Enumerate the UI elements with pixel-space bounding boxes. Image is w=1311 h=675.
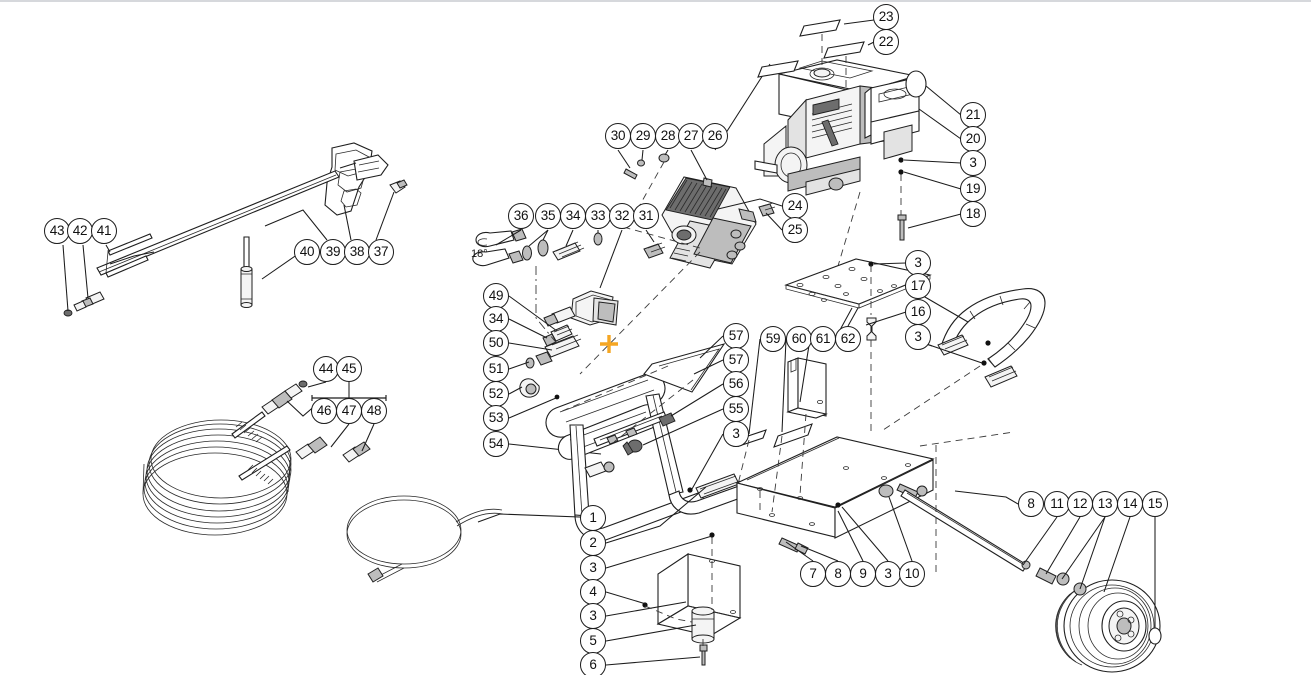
callout-bubble-13[interactable]: 13 <box>1092 491 1118 517</box>
callout-bubble-38[interactable]: 38 <box>344 239 370 265</box>
callout-bubble-28[interactable]: 28 <box>655 123 681 149</box>
upper-handle <box>937 288 1046 388</box>
wheel-leader-lines <box>954 490 1156 628</box>
callout-bubble-3[interactable]: 3 <box>580 603 606 629</box>
callout-bubble-19[interactable]: 19 <box>960 176 986 202</box>
wheel-assembly <box>1021 560 1162 673</box>
callout-bubble-9[interactable]: 9 <box>850 561 876 587</box>
callout-bubble-36[interactable]: 36 <box>508 203 534 229</box>
pump-assembly <box>623 153 776 269</box>
callout-bubble-3[interactable]: 3 <box>905 324 931 350</box>
callout-bubble-46[interactable]: 46 <box>311 398 337 424</box>
callout-bubble-24[interactable]: 24 <box>782 193 808 219</box>
callout-bubble-41[interactable]: 41 <box>91 218 117 244</box>
spray-wand-assembly <box>63 142 408 317</box>
callout-bubble-12[interactable]: 12 <box>1067 491 1093 517</box>
callout-bubble-49[interactable]: 49 <box>483 283 509 309</box>
callout-bubble-39[interactable]: 39 <box>320 239 346 265</box>
callout-bubble-35[interactable]: 35 <box>535 203 561 229</box>
callout-bubble-57[interactable]: 57 <box>723 323 749 349</box>
callout-bubble-3[interactable]: 3 <box>580 555 606 581</box>
callout-bubble-6[interactable]: 6 <box>580 652 606 675</box>
callout-bubble-26[interactable]: 26 <box>702 123 728 149</box>
callout-bubble-10[interactable]: 10 <box>899 561 925 587</box>
callout-bubble-3[interactable]: 3 <box>875 561 901 587</box>
cart-handle-leader-lines <box>559 335 724 490</box>
callout-bubble-48[interactable]: 48 <box>361 398 387 424</box>
callout-bubble-32[interactable]: 32 <box>609 203 635 229</box>
pump-inlet-leader-lines <box>495 229 655 455</box>
detergent-leader-lines <box>477 486 713 666</box>
callout-bubble-14[interactable]: 14 <box>1117 491 1143 517</box>
callout-bubble-37[interactable]: 37 <box>368 239 394 265</box>
callout-bubble-50[interactable]: 50 <box>483 330 509 356</box>
callout-bubble-15[interactable]: 15 <box>1142 491 1168 517</box>
callout-bubble-3[interactable]: 3 <box>960 150 986 176</box>
callout-bubble-45[interactable]: 45 <box>336 356 362 382</box>
callout-bubble-21[interactable]: 21 <box>960 102 986 128</box>
callout-bubble-56[interactable]: 56 <box>723 371 749 397</box>
callout-bubble-33[interactable]: 33 <box>585 203 611 229</box>
base-leader-lines <box>736 307 1015 572</box>
callout-bubble-2[interactable]: 2 <box>580 530 606 556</box>
hose-coil-assembly <box>142 380 504 583</box>
callout-bubble-20[interactable]: 20 <box>960 126 986 152</box>
hose-angle-label: 18° <box>471 248 488 260</box>
callout-bubble-18[interactable]: 18 <box>960 201 986 227</box>
engine-assembly <box>754 19 927 241</box>
callout-bubble-4[interactable]: 4 <box>580 579 606 605</box>
callout-bubble-57[interactable]: 57 <box>723 347 749 373</box>
callout-bubble-7[interactable]: 7 <box>800 561 826 587</box>
callout-bubble-27[interactable]: 27 <box>678 123 704 149</box>
callout-bubble-43[interactable]: 43 <box>44 218 70 244</box>
callout-bubble-34[interactable]: 34 <box>483 306 509 332</box>
callout-bubble-52[interactable]: 52 <box>483 381 509 407</box>
callout-bubble-54[interactable]: 54 <box>483 431 509 457</box>
wand-leader-lines <box>62 162 395 312</box>
callout-bubble-17[interactable]: 17 <box>905 273 931 299</box>
callout-bubble-51[interactable]: 51 <box>483 356 509 382</box>
callout-bubble-61[interactable]: 61 <box>810 326 836 352</box>
callout-bubble-53[interactable]: 53 <box>483 405 509 431</box>
callout-bubble-47[interactable]: 47 <box>336 398 362 424</box>
callout-bubble-8[interactable]: 8 <box>825 561 851 587</box>
callout-bubble-62[interactable]: 62 <box>835 326 861 352</box>
callout-bubble-40[interactable]: 40 <box>294 239 320 265</box>
callout-bubble-22[interactable]: 22 <box>873 29 899 55</box>
callout-bubble-34[interactable]: 34 <box>560 203 586 229</box>
base-plate <box>735 357 1028 572</box>
callout-bubble-60[interactable]: 60 <box>786 326 812 352</box>
callout-bubble-30[interactable]: 30 <box>605 123 631 149</box>
callout-bubble-16[interactable]: 16 <box>905 299 931 325</box>
callout-bubble-31[interactable]: 31 <box>633 203 659 229</box>
callout-bubble-5[interactable]: 5 <box>580 628 606 654</box>
handle-leader-lines <box>879 285 983 433</box>
cart-handle-frame <box>545 343 744 542</box>
callout-bubble-8[interactable]: 8 <box>1018 491 1044 517</box>
pump-inlet-fittings <box>472 228 666 400</box>
callout-bubble-29[interactable]: 29 <box>630 123 656 149</box>
callout-bubble-59[interactable]: 59 <box>760 326 786 352</box>
callout-bubble-25[interactable]: 25 <box>782 217 808 243</box>
callout-bubble-42[interactable]: 42 <box>67 218 93 244</box>
callout-bubble-1[interactable]: 1 <box>580 505 606 531</box>
callout-bubble-55[interactable]: 55 <box>723 396 749 422</box>
callout-bubble-3[interactable]: 3 <box>723 421 749 447</box>
callout-bubble-23[interactable]: 23 <box>873 4 899 30</box>
